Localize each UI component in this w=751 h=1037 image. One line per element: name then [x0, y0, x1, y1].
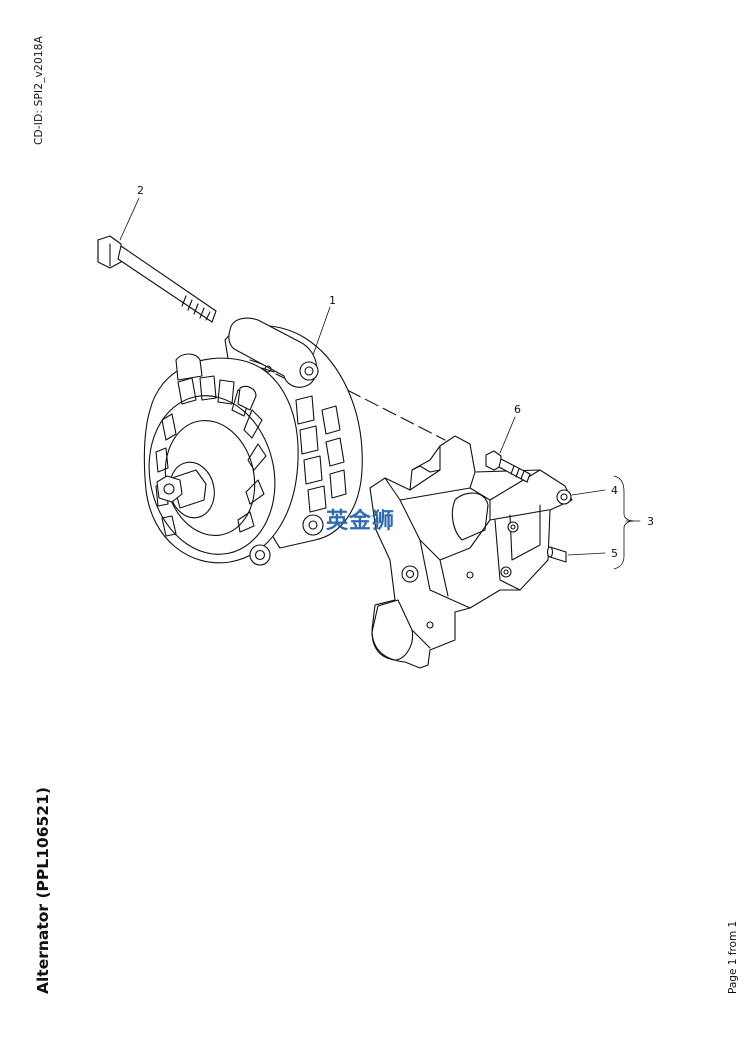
diagram-title: Alternator (PPL106521) [34, 787, 52, 994]
callout-4: 4 [611, 484, 618, 497]
bracket-part-3 [369, 435, 573, 669]
dowel-pin-part-5 [546, 546, 567, 563]
callout-1: 1 [329, 294, 336, 307]
alternator-part-1 [143, 317, 363, 566]
bolt-part-6 [485, 450, 531, 483]
watermark-logo-text: 英金狮 [326, 509, 396, 534]
callout-2: 2 [137, 184, 144, 197]
callout-6: 6 [514, 403, 521, 416]
callout-5: 5 [611, 547, 618, 560]
callout-3: 3 [647, 515, 654, 528]
page-number: Page 1 from 1 [727, 920, 739, 994]
bolt-part-2 [97, 235, 217, 323]
